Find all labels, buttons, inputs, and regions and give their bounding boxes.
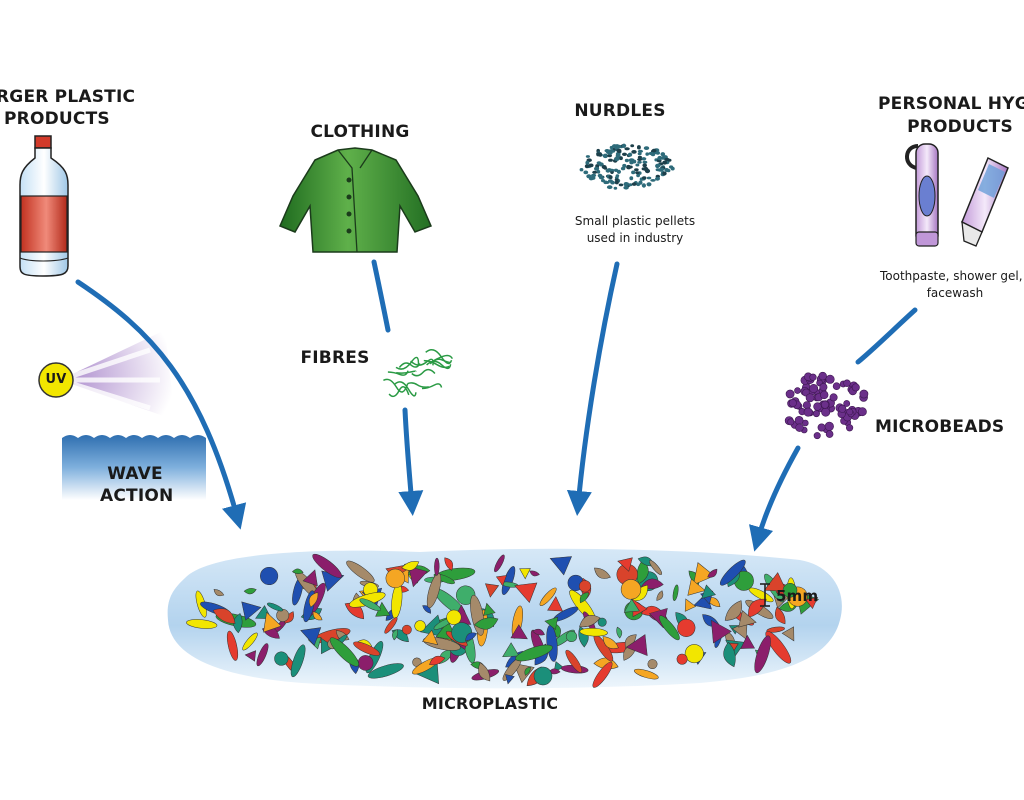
shower-gel-bottle-icon [905,143,939,247]
arrow-microbeads-to-microplastic [749,445,801,552]
arrow-bottle-to-microplastic [75,279,247,530]
uv-sun-icon [38,330,175,420]
jacket-icon [279,147,433,253]
fibres-icon [383,348,454,398]
arrow-hygiene-to-microbeads [855,307,918,365]
label-nurdles: NURDLES [574,101,666,121]
nurdles-desc-line1: Small plastic pellets [574,214,696,228]
label-clothing: CLOTHING [310,122,410,142]
toothpaste-tube-icon [961,156,1009,247]
flow-arrows [75,259,918,552]
label-fibres: FIBRES [300,348,370,368]
scale-bar [760,583,770,607]
label-larger-plastic-line2: PRODUCTS [4,109,110,129]
microplastic-fragments [186,553,819,688]
nurdles-pellets-icon [579,143,675,190]
arrow-clothing-to-fibres [371,259,391,333]
label-uv: UV [45,372,67,387]
wave-action-icon [62,435,206,500]
nurdles-desc-line2: used in industry [586,231,684,245]
hygiene-desc-line1: Toothpaste, shower gel, [880,269,1023,283]
arrow-nurdles-to-microplastic [566,261,620,516]
label-microplastic: MICROPLASTIC [421,694,559,713]
water-puddle [167,548,842,689]
label-scale: 5mm [776,587,819,605]
plastic-bottle-icon [19,135,69,277]
arrow-fibres-to-microplastic [398,407,424,516]
microbeads-icon [784,371,869,440]
label-personal-hygiene-line1: PERSONAL HYGIEI [878,94,1024,114]
label-larger-plastic-line1: RGER PLASTIC [0,87,136,107]
label-wave-action-line2: ACTION [100,486,174,506]
label-wave-action-line1: WAVE [107,464,163,484]
hygiene-desc-line2: facewash [926,286,984,300]
label-personal-hygiene-line2: PRODUCTS [907,117,1013,137]
label-microbeads: MICROBEADS [875,417,1005,437]
